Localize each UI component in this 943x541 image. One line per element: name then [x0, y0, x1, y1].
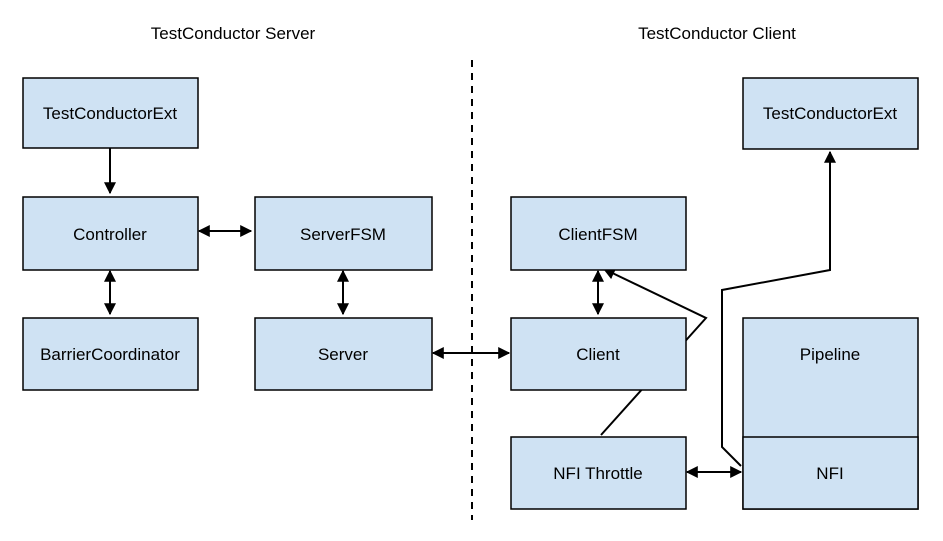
node-label: Controller [73, 225, 147, 244]
edge-throttle-to-client-fsm [600, 268, 708, 436]
client-section-title: TestConductor Client [638, 24, 796, 43]
node-label: Pipeline [800, 345, 861, 364]
node-server-ext: TestConductorExt [22, 77, 199, 149]
node-label: TestConductorExt [763, 104, 897, 123]
node-client: Client [510, 317, 687, 391]
node-barrier-coordinator: BarrierCoordinator [22, 317, 199, 391]
node-client-fsm: ClientFSM [510, 196, 687, 271]
edge-nfi-to-client-ext [721, 150, 836, 467]
node-nfi-throttle: NFI Throttle [510, 436, 687, 510]
connectors [104, 148, 836, 478]
node-label: TestConductorExt [43, 104, 177, 123]
node-label: BarrierCoordinator [40, 345, 180, 364]
node-controller: Controller [22, 196, 199, 271]
node-label: ClientFSM [558, 225, 637, 244]
node-server: Server [254, 317, 433, 391]
node-client-ext: TestConductorExt [742, 77, 919, 150]
node-label: NFI [816, 464, 843, 483]
node-label: ServerFSM [300, 225, 386, 244]
node-label: NFI Throttle [553, 464, 642, 483]
server-section-title: TestConductor Server [151, 24, 316, 43]
node-label: Client [576, 345, 620, 364]
node-server-fsm: ServerFSM [254, 196, 433, 271]
node-nfi: NFI [742, 436, 919, 510]
node-label: Server [318, 345, 368, 364]
